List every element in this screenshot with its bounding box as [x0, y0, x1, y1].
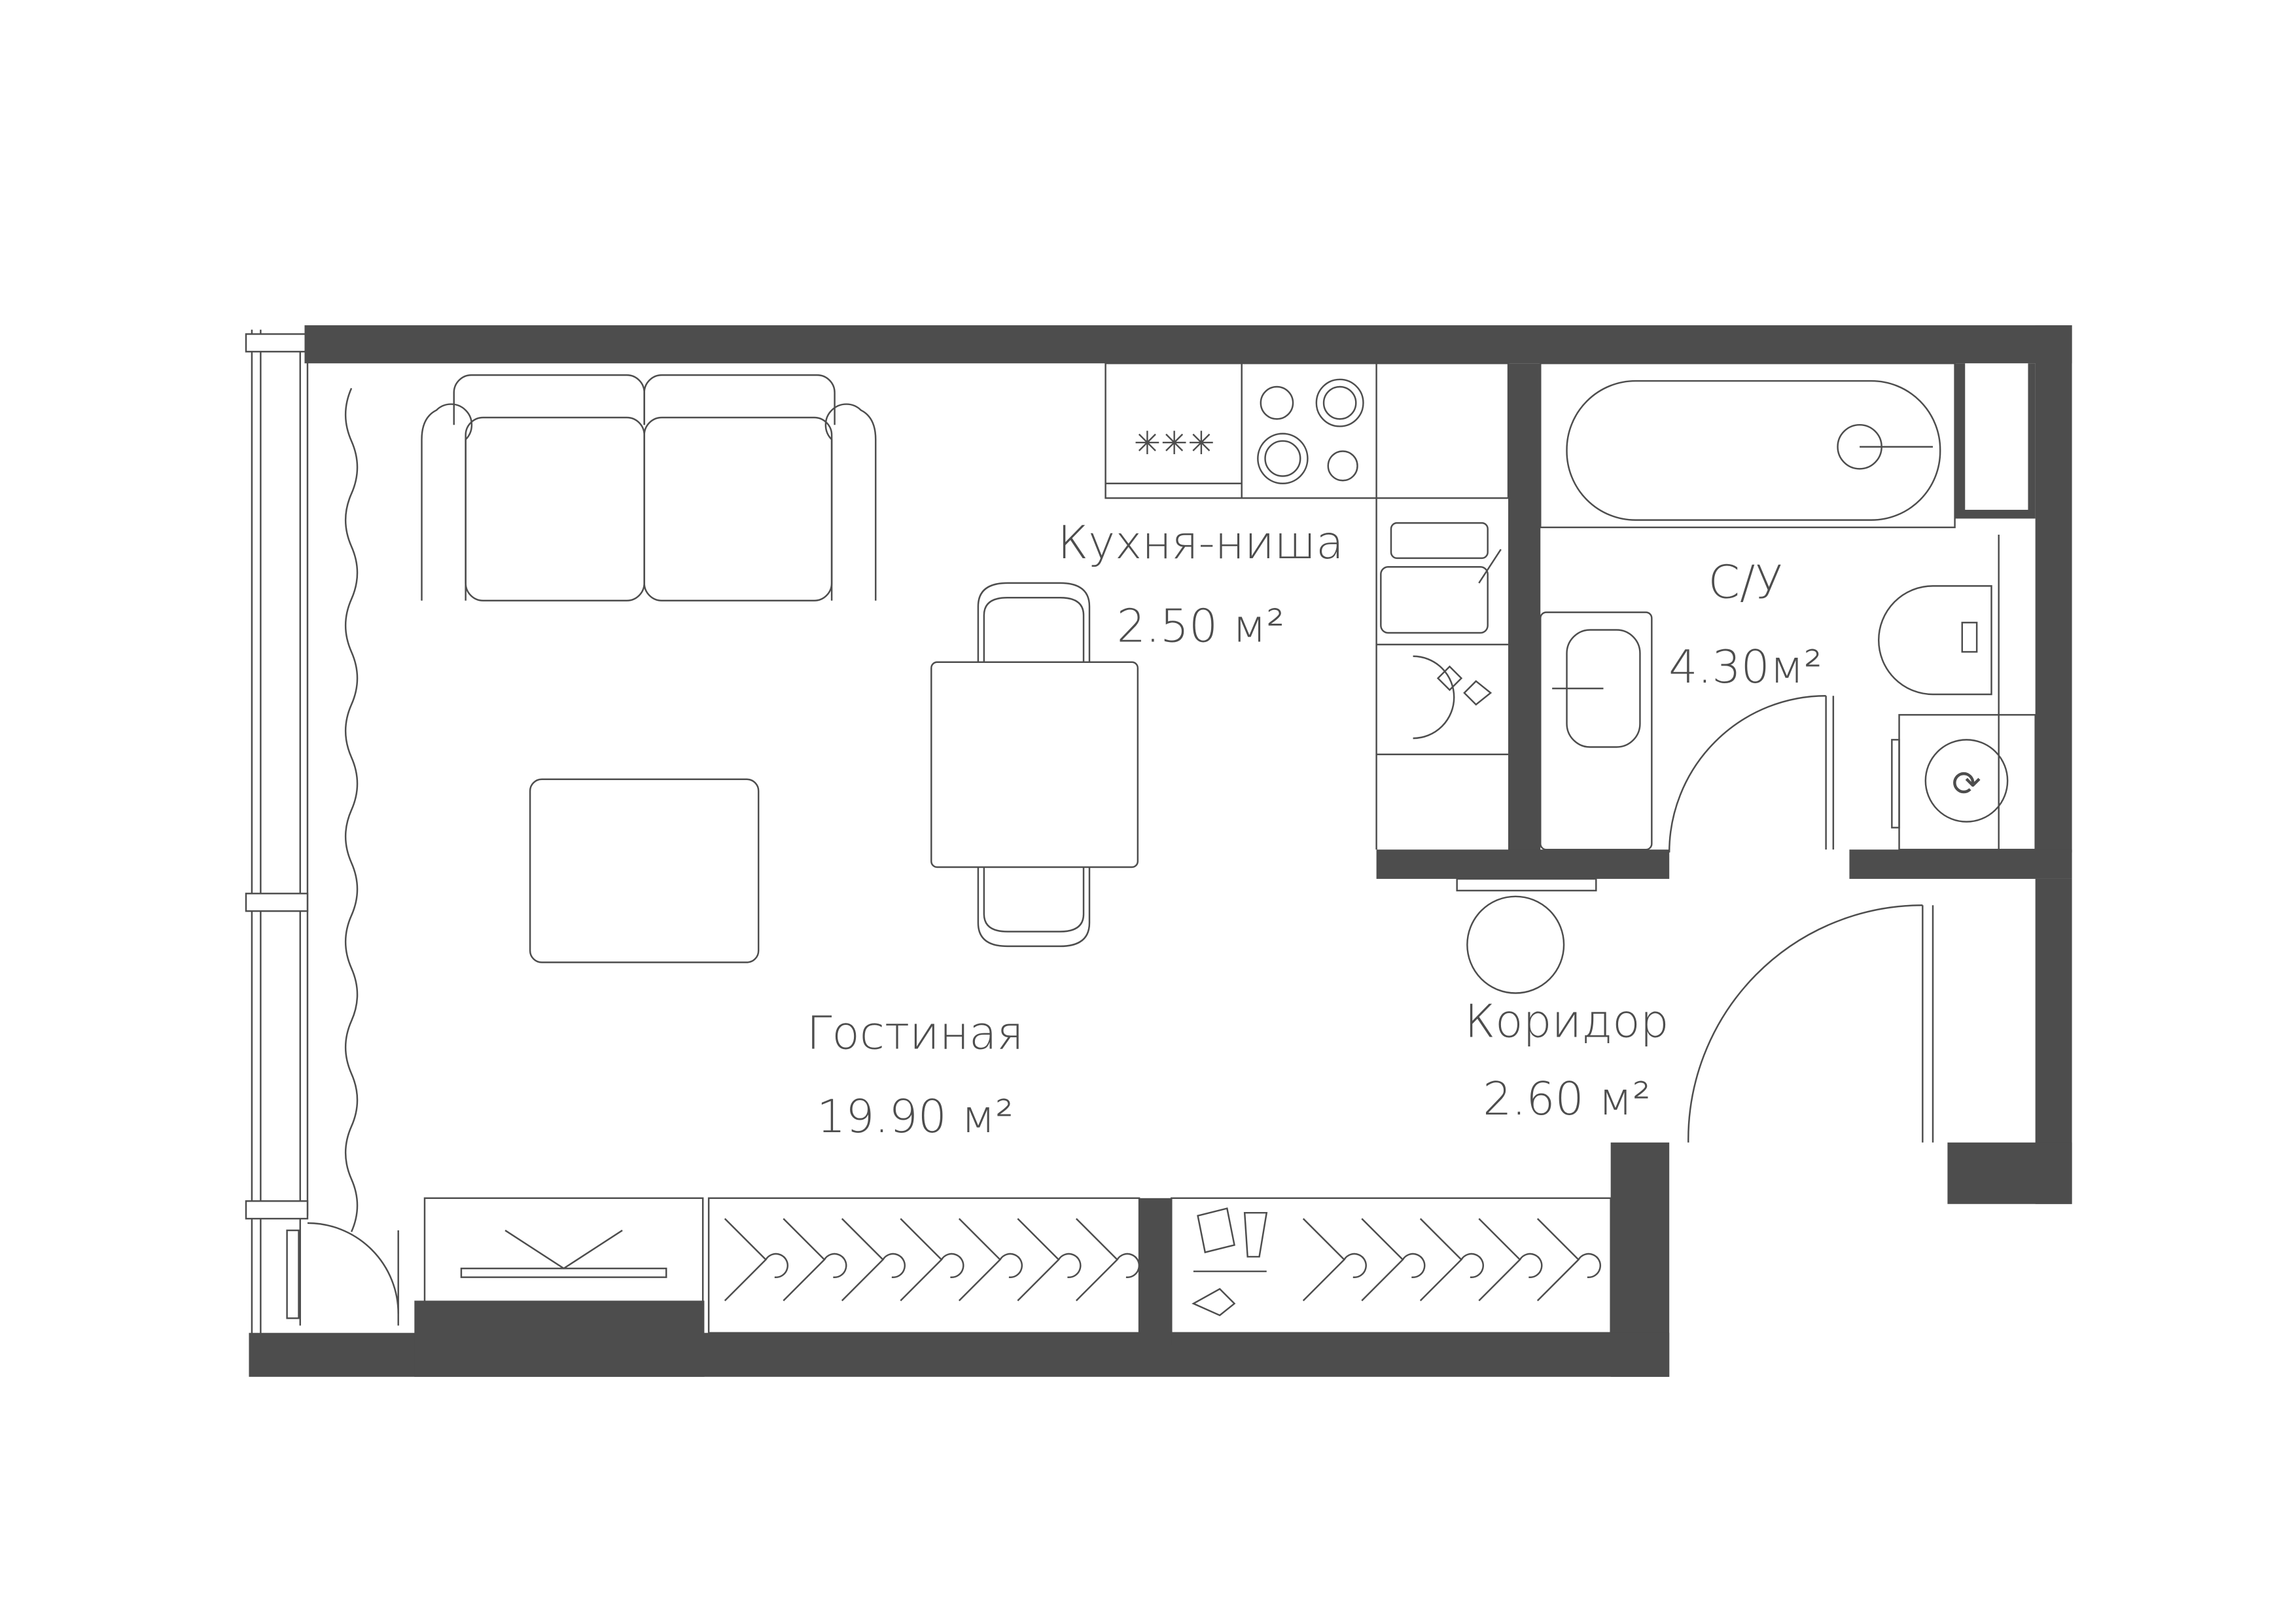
room-labels: Кухня-ниша 2.50 м² С/У 4.30м² Гостиная 1…	[807, 517, 1822, 1143]
bathroom-door[interactable]	[1668, 694, 1835, 853]
hanger-icon	[1478, 1218, 1543, 1302]
room-name-bathroom: С/У	[1708, 556, 1783, 609]
hanger-icon	[1419, 1218, 1484, 1302]
washing-machine: ⟳	[1891, 714, 2036, 851]
room-area-bathroom: 4.30м²	[1669, 641, 1822, 694]
room-name-kitchen: Кухня-ниша	[1057, 517, 1343, 569]
cycle-icon: ⟳	[1952, 762, 1981, 804]
hanger-icon	[900, 1218, 964, 1302]
dining-table	[930, 582, 1139, 948]
hanger-icon	[783, 1218, 847, 1302]
room-name-corridor: Коридор	[1464, 996, 1669, 1048]
room-area-corridor: 2.60 м²	[1483, 1073, 1651, 1126]
oven-icon: ✳✳✳	[1134, 424, 1215, 462]
hanger-icon	[958, 1218, 1023, 1302]
coffee-table	[529, 778, 760, 963]
hanger-icon	[1017, 1218, 1082, 1302]
balcony-door[interactable]	[307, 1222, 399, 1326]
entrance-door[interactable]	[1687, 904, 1934, 1143]
window-left	[245, 329, 309, 1374]
bathtub	[1540, 362, 1956, 529]
room-name-living: Гостиная	[807, 1008, 1024, 1060]
room-area-living: 19.90 м²	[817, 1091, 1014, 1143]
kitchen-unit: ✳✳✳	[1104, 362, 1510, 850]
room-area-kitchen: 2.50 м²	[1117, 600, 1285, 652]
hanger-icon	[841, 1218, 906, 1302]
sofa	[421, 374, 877, 601]
hanger-icon	[724, 1218, 788, 1302]
hanger-icon	[1075, 1218, 1140, 1302]
walls	[249, 325, 2072, 1377]
wardrobe	[707, 1197, 1612, 1334]
hanger-icon	[1302, 1218, 1367, 1302]
hanger-icon	[1361, 1218, 1426, 1302]
round-stool	[1456, 878, 1597, 994]
curtain	[344, 387, 359, 1232]
hanger-icon	[1536, 1218, 1601, 1302]
toilet	[1878, 585, 1992, 696]
bench	[423, 1197, 704, 1305]
washbasin	[1540, 611, 1653, 851]
